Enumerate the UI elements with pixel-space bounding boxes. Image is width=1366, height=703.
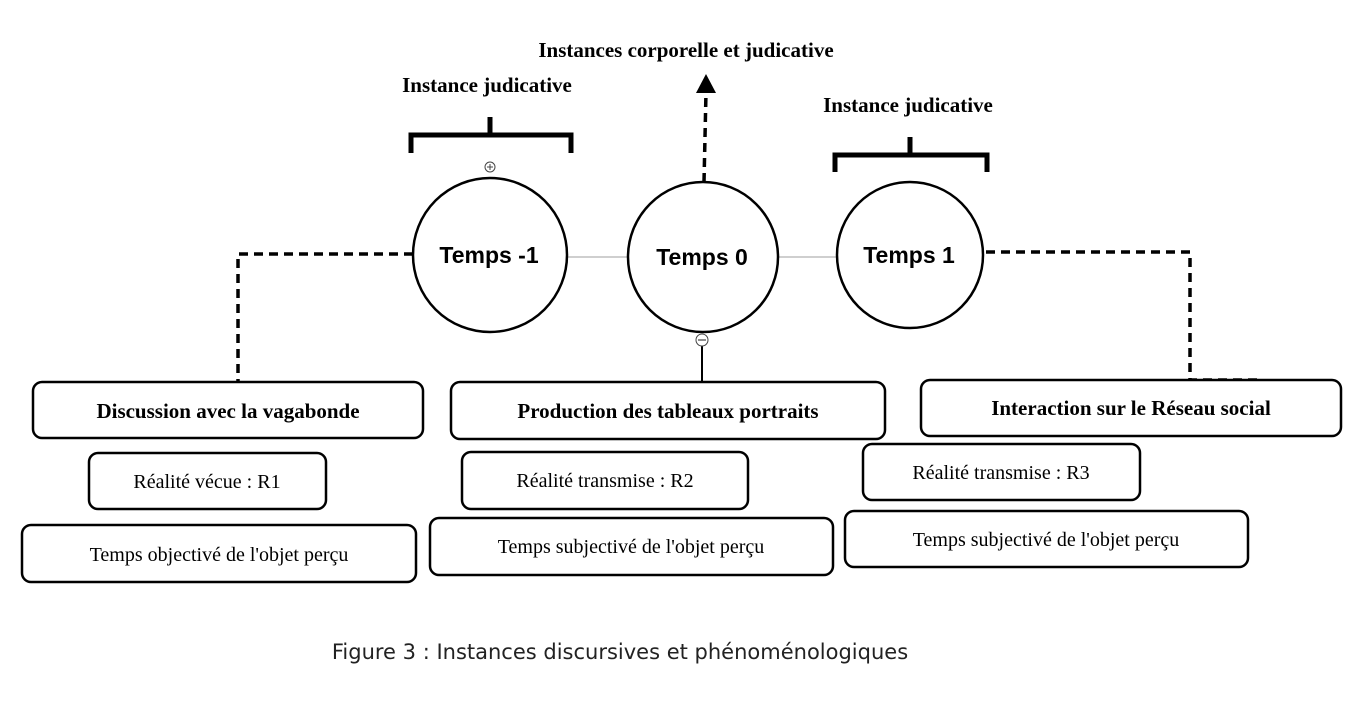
node-label-temps-0: Temps 0: [656, 244, 748, 270]
node-label-temps-minus-1: Temps -1: [439, 242, 538, 268]
reality-text-col2: Réalité transmise : R2: [516, 470, 693, 492]
time-text-col1: Temps objectivé de l'objet perçu: [90, 544, 349, 566]
title-box-col2: [449, 380, 887, 441]
reality-text-col1: Réalité vécue : R1: [133, 471, 280, 493]
top-label-right: Instance judicative: [823, 93, 993, 117]
reality-box-col3: [861, 442, 1142, 502]
node-circle-temps-1: [835, 180, 985, 330]
bracket-right: [832, 137, 990, 172]
arrow-head-icon: [696, 74, 716, 93]
upward-dashed-arrow: [702, 91, 708, 183]
time-text-col2: Temps subjectivé de l'objet perçu: [498, 536, 765, 558]
reality-box-col1: [87, 451, 328, 511]
top-label-left: Instance judicative: [402, 73, 572, 97]
figure-caption: Figure 3 : Instances discursives et phén…: [332, 640, 908, 664]
reality-box-col2: [460, 450, 750, 511]
bracket-left: [408, 117, 574, 153]
node-label-temps-1: Temps 1: [863, 242, 955, 268]
time-text-col3: Temps subjectivé de l'objet perçu: [913, 529, 1180, 551]
title-text-col1: Discussion avec la vagabonde: [96, 399, 359, 423]
top-label-center: Instances corporelle et judicative: [538, 38, 833, 62]
time-box-col3: [843, 509, 1250, 569]
dashed-connector-right: [986, 250, 1262, 382]
title-box-col1: [31, 380, 425, 440]
title-text-col2: Production des tableaux portraits: [517, 399, 818, 423]
time-box-col1: [20, 523, 418, 584]
title-text-col3: Interaction sur le Réseau social: [991, 396, 1271, 420]
reality-text-col3: Réalité transmise : R3: [912, 462, 1089, 484]
title-box-col3: [919, 378, 1343, 438]
time-box-col2: [428, 516, 835, 577]
dashed-connector-left: [236, 252, 413, 382]
node-circle-temps-0: [626, 180, 780, 334]
